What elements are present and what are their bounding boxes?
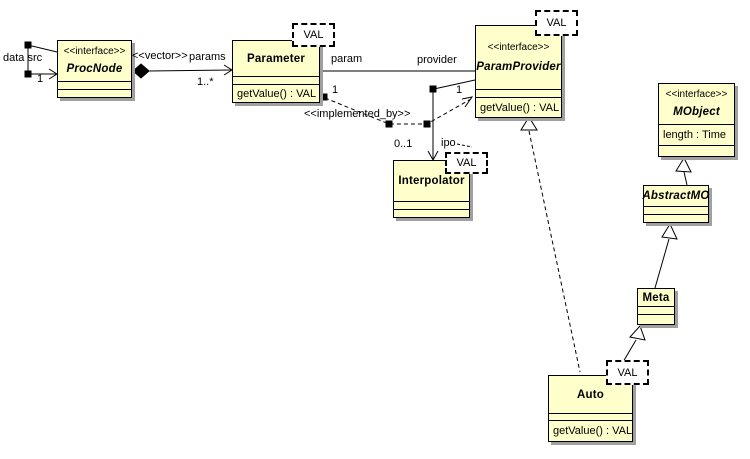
generalization-triangle-icon xyxy=(629,325,646,341)
open-arrow-icon xyxy=(461,96,474,108)
mobject-name: MObject xyxy=(673,106,720,118)
meta-operations-compartment xyxy=(638,314,674,324)
procnode-self-association xyxy=(24,41,58,80)
class-paramprovider[interactable]: <<interface>> ParamProvider getValue() :… xyxy=(475,25,562,118)
label-implemented-by-source-multiplicity: 1 xyxy=(332,84,339,96)
label-ipo-multiplicity: 0..1 xyxy=(394,138,413,150)
class-meta[interactable]: Meta xyxy=(637,288,675,325)
label-data-src-multiplicity: 1 xyxy=(37,73,44,85)
auto-template-param: VAL xyxy=(606,360,649,385)
abstractmo-operations-compartment xyxy=(644,214,708,222)
interpolator-operations-compartment xyxy=(394,209,469,217)
interpolator-name: Interpolator xyxy=(398,175,465,187)
realization-auto-paramprovider xyxy=(520,116,581,373)
interpolator-template-param: VAL xyxy=(445,152,488,174)
abstractmo-name: AbstractMO xyxy=(642,190,710,202)
meta-attributes-compartment xyxy=(638,306,674,314)
label-params-multiplicity: 1..* xyxy=(197,76,214,88)
parameter-method-getvalue: getValue() : VAL xyxy=(233,84,319,102)
procnode-attributes-compartment xyxy=(58,81,131,89)
label-data-src-role: data src xyxy=(3,52,43,64)
procnode-name: ProcNode xyxy=(66,63,123,75)
ipo-template-binding xyxy=(456,143,473,148)
composition-procnode-parameter xyxy=(132,63,233,79)
label-params-role: params xyxy=(189,51,226,63)
label-implemented-by-stereotype: <<implemented_by>> xyxy=(304,108,411,120)
label-vector-stereotype: <<vector>> xyxy=(132,50,188,62)
class-abstractmo[interactable]: AbstractMO xyxy=(642,185,710,223)
mobject-attribute-length: length : Time xyxy=(659,124,734,145)
interpolator-attributes-compartment xyxy=(394,201,469,209)
paramprovider-template-param: VAL xyxy=(535,10,578,36)
generalization-triangle-icon xyxy=(661,222,678,240)
meta-head: Meta xyxy=(638,289,674,306)
auto-attributes-compartment xyxy=(549,413,632,420)
generalization-triangle-icon xyxy=(520,116,538,131)
class-auto[interactable]: Auto getValue() : VAL xyxy=(548,375,633,442)
mobject-stereotype: <<interface>> xyxy=(665,89,728,100)
generalization-triangle-icon xyxy=(675,156,692,173)
label-ipo-role: ipo xyxy=(441,137,456,149)
mobject-operations-compartment xyxy=(659,145,734,156)
procnode-operations-compartment xyxy=(58,89,131,97)
dependency-implemented-by xyxy=(320,93,474,128)
generalization-abstractmo-mobject xyxy=(675,156,692,186)
parameter-name: Parameter xyxy=(246,52,306,65)
class-parameter[interactable]: Parameter getValue() : VAL xyxy=(232,40,320,103)
paramprovider-name: ParamProvider xyxy=(476,60,561,73)
auto-name: Auto xyxy=(577,388,604,401)
label-implemented-by-target-multiplicity: 1 xyxy=(456,84,463,96)
auto-method-getvalue: getValue() : VAL xyxy=(549,420,632,441)
composition-diamond-icon xyxy=(132,63,150,79)
meta-name: Meta xyxy=(642,291,670,304)
procnode-stereotype: <<interface>> xyxy=(63,46,126,57)
abstractmo-head: AbstractMO xyxy=(642,186,710,206)
class-procnode[interactable]: <<interface>> ProcNode xyxy=(57,40,132,98)
generalization-meta-abstractmo xyxy=(654,222,678,289)
paramprovider-head: <<interface>> ParamProvider xyxy=(476,26,561,89)
mobject-head: <<interface>> MObject xyxy=(659,84,734,124)
paramprovider-stereotype: <<interface>> xyxy=(487,41,550,53)
abstractmo-attributes-compartment xyxy=(644,206,708,214)
auto-head: Auto xyxy=(549,376,632,413)
parameter-head: Parameter xyxy=(233,41,319,76)
interpolator-head: Interpolator xyxy=(394,161,469,201)
parameter-template-param: VAL xyxy=(292,23,335,47)
label-provider-role: provider xyxy=(417,54,457,66)
parameter-attributes-compartment xyxy=(233,76,319,84)
label-param-role: param xyxy=(331,53,363,65)
paramprovider-attributes-compartment xyxy=(476,89,561,97)
paramprovider-method-getvalue: getValue() : VAL xyxy=(476,97,561,117)
class-mobject[interactable]: <<interface>> MObject length : Time xyxy=(658,83,735,157)
procnode-head: <<interface>> ProcNode xyxy=(58,41,131,81)
